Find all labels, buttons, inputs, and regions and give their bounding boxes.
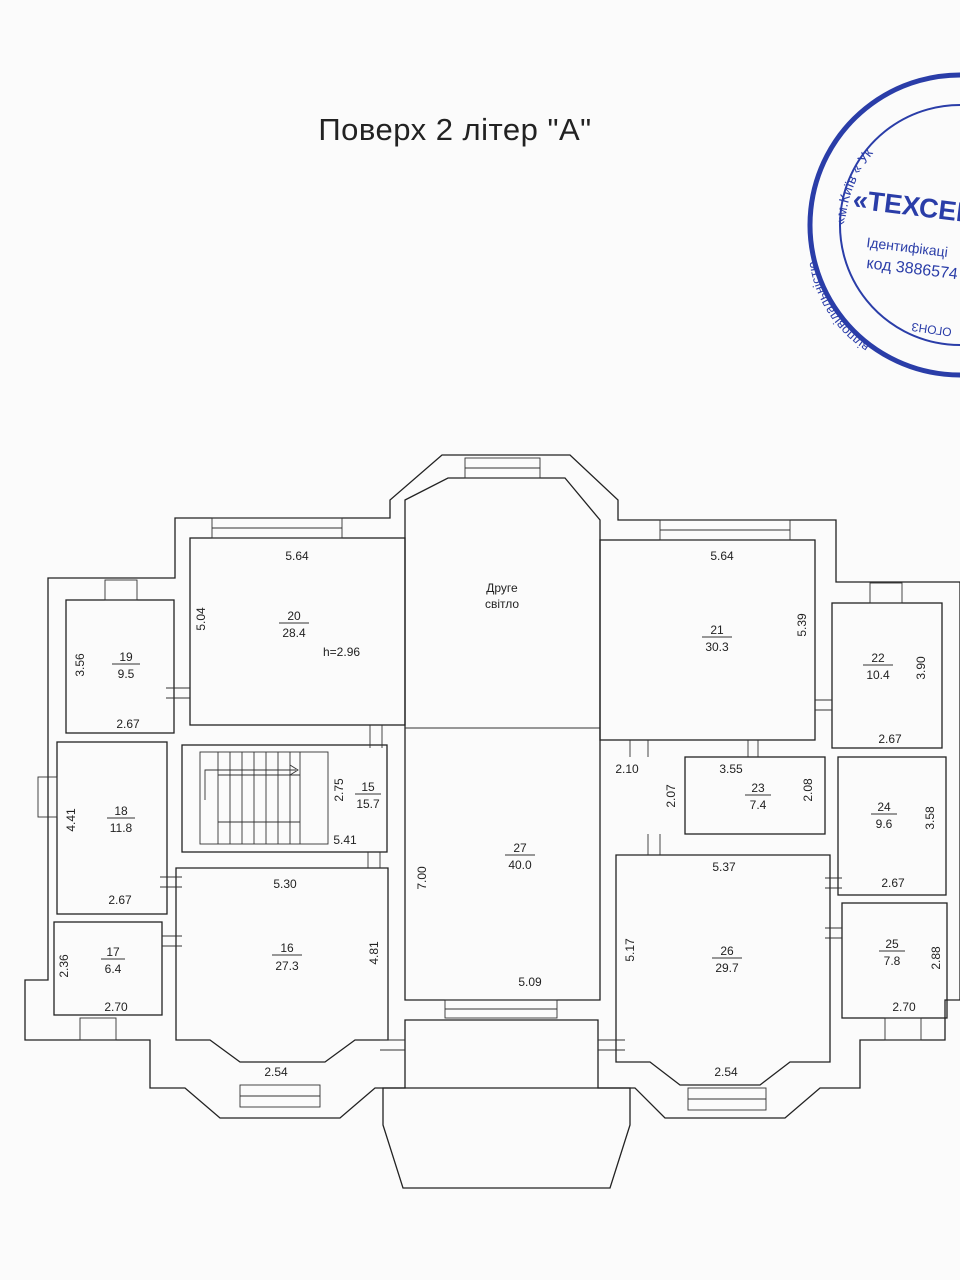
room-17: [53, 921, 163, 1016]
room-24: [837, 756, 947, 896]
room-label-20: 20 28.4: [279, 609, 309, 640]
room-label-25: 257.8: [879, 937, 905, 968]
svg-text:26: 26: [720, 944, 734, 958]
svg-text:11.8: 11.8: [110, 821, 133, 835]
svg-text:2.67: 2.67: [881, 876, 905, 890]
svg-text:2.07: 2.07: [664, 784, 678, 808]
room-label-18: 18 11.8: [107, 804, 135, 835]
outer-wall: [24, 454, 960, 1119]
svg-text:24: 24: [877, 800, 891, 814]
svg-text:10.4: 10.4: [866, 668, 890, 682]
svg-text:2.10: 2.10: [615, 762, 639, 776]
svg-text:5.41: 5.41: [333, 833, 357, 847]
svg-text:2.75: 2.75: [332, 778, 346, 802]
room-label-19: 199.5: [112, 650, 140, 681]
room-label-27: 27 40.0: [505, 841, 535, 872]
svg-text:5.39: 5.39: [795, 613, 809, 637]
second-light-label-2: світло: [485, 597, 519, 611]
room-label-16: 16 27.3: [272, 941, 302, 973]
stairs: [199, 751, 329, 845]
svg-text:16: 16: [280, 941, 294, 955]
svg-text:5.30: 5.30: [273, 877, 297, 891]
svg-text:30.3: 30.3: [705, 640, 729, 654]
room-label-17: 176.4: [101, 945, 125, 976]
page-title: Поверх 2 літер "А": [318, 112, 592, 147]
svg-text:3.56: 3.56: [73, 653, 87, 677]
svg-text:17: 17: [106, 945, 120, 959]
svg-text:3.55: 3.55: [719, 762, 743, 776]
svg-text:28.4: 28.4: [282, 626, 306, 640]
svg-text:4.81: 4.81: [367, 941, 381, 965]
room-27: [404, 477, 601, 1001]
room-26: [615, 854, 831, 1086]
room-label-24: 249.6: [871, 800, 897, 831]
svg-text:2.70: 2.70: [892, 1000, 916, 1014]
svg-text:3.90: 3.90: [914, 656, 928, 680]
room-label-23: 237.4: [745, 781, 771, 812]
svg-text:7.8: 7.8: [884, 954, 901, 968]
room-label-26: 26 29.7: [712, 944, 742, 975]
windows: [37, 457, 922, 1111]
svg-text:25: 25: [885, 937, 899, 951]
svg-text:2.88: 2.88: [929, 946, 943, 970]
room-label-21: 21 30.3: [702, 623, 732, 654]
stamp-company-name: «ТЕХСЕРВ: [851, 184, 960, 231]
svg-text:5.04: 5.04: [194, 607, 208, 631]
svg-text:5.17: 5.17: [623, 938, 637, 962]
svg-text:2.08: 2.08: [801, 778, 815, 802]
svg-text:5.64: 5.64: [285, 549, 309, 563]
svg-text:2.67: 2.67: [878, 732, 902, 746]
svg-text:29.7: 29.7: [715, 961, 739, 975]
room-23: [684, 756, 826, 835]
svg-text:5.64: 5.64: [710, 549, 734, 563]
svg-text:2.70: 2.70: [104, 1000, 128, 1014]
stamp-side-text: відповідальністю: [804, 260, 871, 355]
second-light-label-1: Друге: [486, 581, 518, 595]
height-note: h=2.96: [323, 645, 360, 659]
svg-text:5.09: 5.09: [518, 975, 542, 989]
svg-text:27: 27: [513, 841, 527, 855]
svg-text:2.67: 2.67: [116, 717, 140, 731]
svg-text:7.4: 7.4: [750, 798, 767, 812]
svg-text:20: 20: [287, 609, 301, 623]
svg-text:40.0: 40.0: [508, 858, 532, 872]
svg-text:21: 21: [710, 623, 724, 637]
svg-text:9.6: 9.6: [876, 817, 893, 831]
room-18: [56, 741, 168, 915]
svg-text:4.41: 4.41: [64, 808, 78, 832]
room-label-15: 15 15.7: [355, 780, 381, 811]
svg-text:18: 18: [114, 804, 128, 818]
svg-text:19: 19: [119, 650, 133, 664]
svg-text:3.58: 3.58: [923, 806, 937, 830]
svg-text:9.5: 9.5: [118, 667, 135, 681]
svg-text:2.36: 2.36: [57, 954, 71, 978]
dimension-labels: 5.64 5.04 3.56 2.67 4.41 2.67 2.36 2.70 …: [57, 549, 943, 1079]
door-marks: [160, 687, 842, 1051]
svg-text:27.3: 27.3: [275, 959, 299, 973]
svg-text:7.00: 7.00: [415, 866, 429, 890]
svg-text:5.37: 5.37: [712, 860, 736, 874]
svg-text:2.67: 2.67: [108, 893, 132, 907]
svg-text:22: 22: [871, 651, 885, 665]
svg-text:6.4: 6.4: [105, 962, 122, 976]
svg-text:2.54: 2.54: [264, 1065, 288, 1079]
svg-text:15.7: 15.7: [356, 797, 380, 811]
svg-text:2.54: 2.54: [714, 1065, 738, 1079]
room-15: [181, 744, 388, 853]
stamp-bottom-text: ОГОНЗ: [911, 320, 953, 339]
porch: [382, 1087, 631, 1189]
room-16: [175, 867, 389, 1063]
svg-text:23: 23: [751, 781, 765, 795]
room-label-22: 22 10.4: [863, 651, 893, 682]
svg-text:15: 15: [361, 780, 375, 794]
